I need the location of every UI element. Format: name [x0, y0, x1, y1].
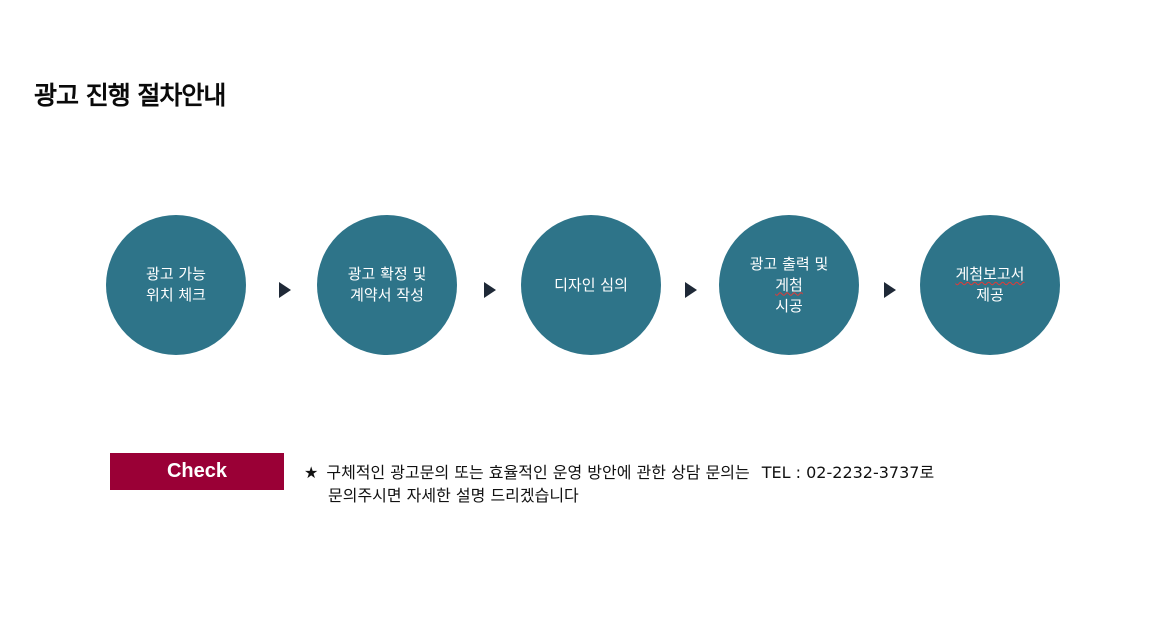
step-label-line2: 게첨 시공	[775, 275, 803, 317]
step-label-line1: 광고 가능	[146, 265, 206, 283]
step-label-line1: 광고 확정 및	[347, 265, 427, 283]
step-label-line2: 위치 체크	[146, 286, 206, 304]
step-label-line2: 계약서 작성	[350, 286, 424, 304]
arrow-right-icon	[484, 282, 496, 298]
step-label-word: 시공	[775, 296, 803, 315]
arrow-right-icon	[279, 282, 291, 298]
notice-text: 구체적인 광고문의 또는 효율적인 운영 방안에 관한 상담 문의는	[326, 463, 750, 482]
contact-notice: ★ 구체적인 광고문의 또는 효율적인 운영 방안에 관한 상담 문의는 TEL :…	[304, 461, 934, 507]
step-label-line1: 광고 출력 및	[749, 254, 829, 273]
step-design-review: 디자인 심의	[521, 215, 661, 355]
step-contract: 광고 확정 및 계약서 작성	[317, 215, 457, 355]
arrow-right-icon	[685, 282, 697, 298]
star-icon: ★	[304, 463, 319, 482]
notice-line2: 문의주시면 자세한 설명 드리겠습니다	[328, 486, 579, 505]
page-title: 광고 진행 절차안내	[34, 81, 226, 110]
step-report: 게첨보고서 제공	[920, 215, 1060, 355]
step-location-check: 광고 가능 위치 체크	[106, 215, 246, 355]
step-label-line2: 제공	[976, 286, 1004, 304]
step-label-line1: 게첨보고서	[955, 265, 1025, 283]
phone-number: TEL : 02-2232-3737로	[761, 463, 935, 482]
step-print-install: 광고 출력 및 게첨 시공	[719, 215, 859, 355]
notice-line1: ★ 구체적인 광고문의 또는 효율적인 운영 방안에 관한 상담 문의는 TEL :…	[304, 461, 934, 484]
check-badge: Check	[110, 453, 284, 490]
step-label-line1: 디자인 심의	[554, 275, 628, 294]
step-label-word: 게첨	[775, 275, 803, 294]
arrow-right-icon	[884, 282, 896, 298]
